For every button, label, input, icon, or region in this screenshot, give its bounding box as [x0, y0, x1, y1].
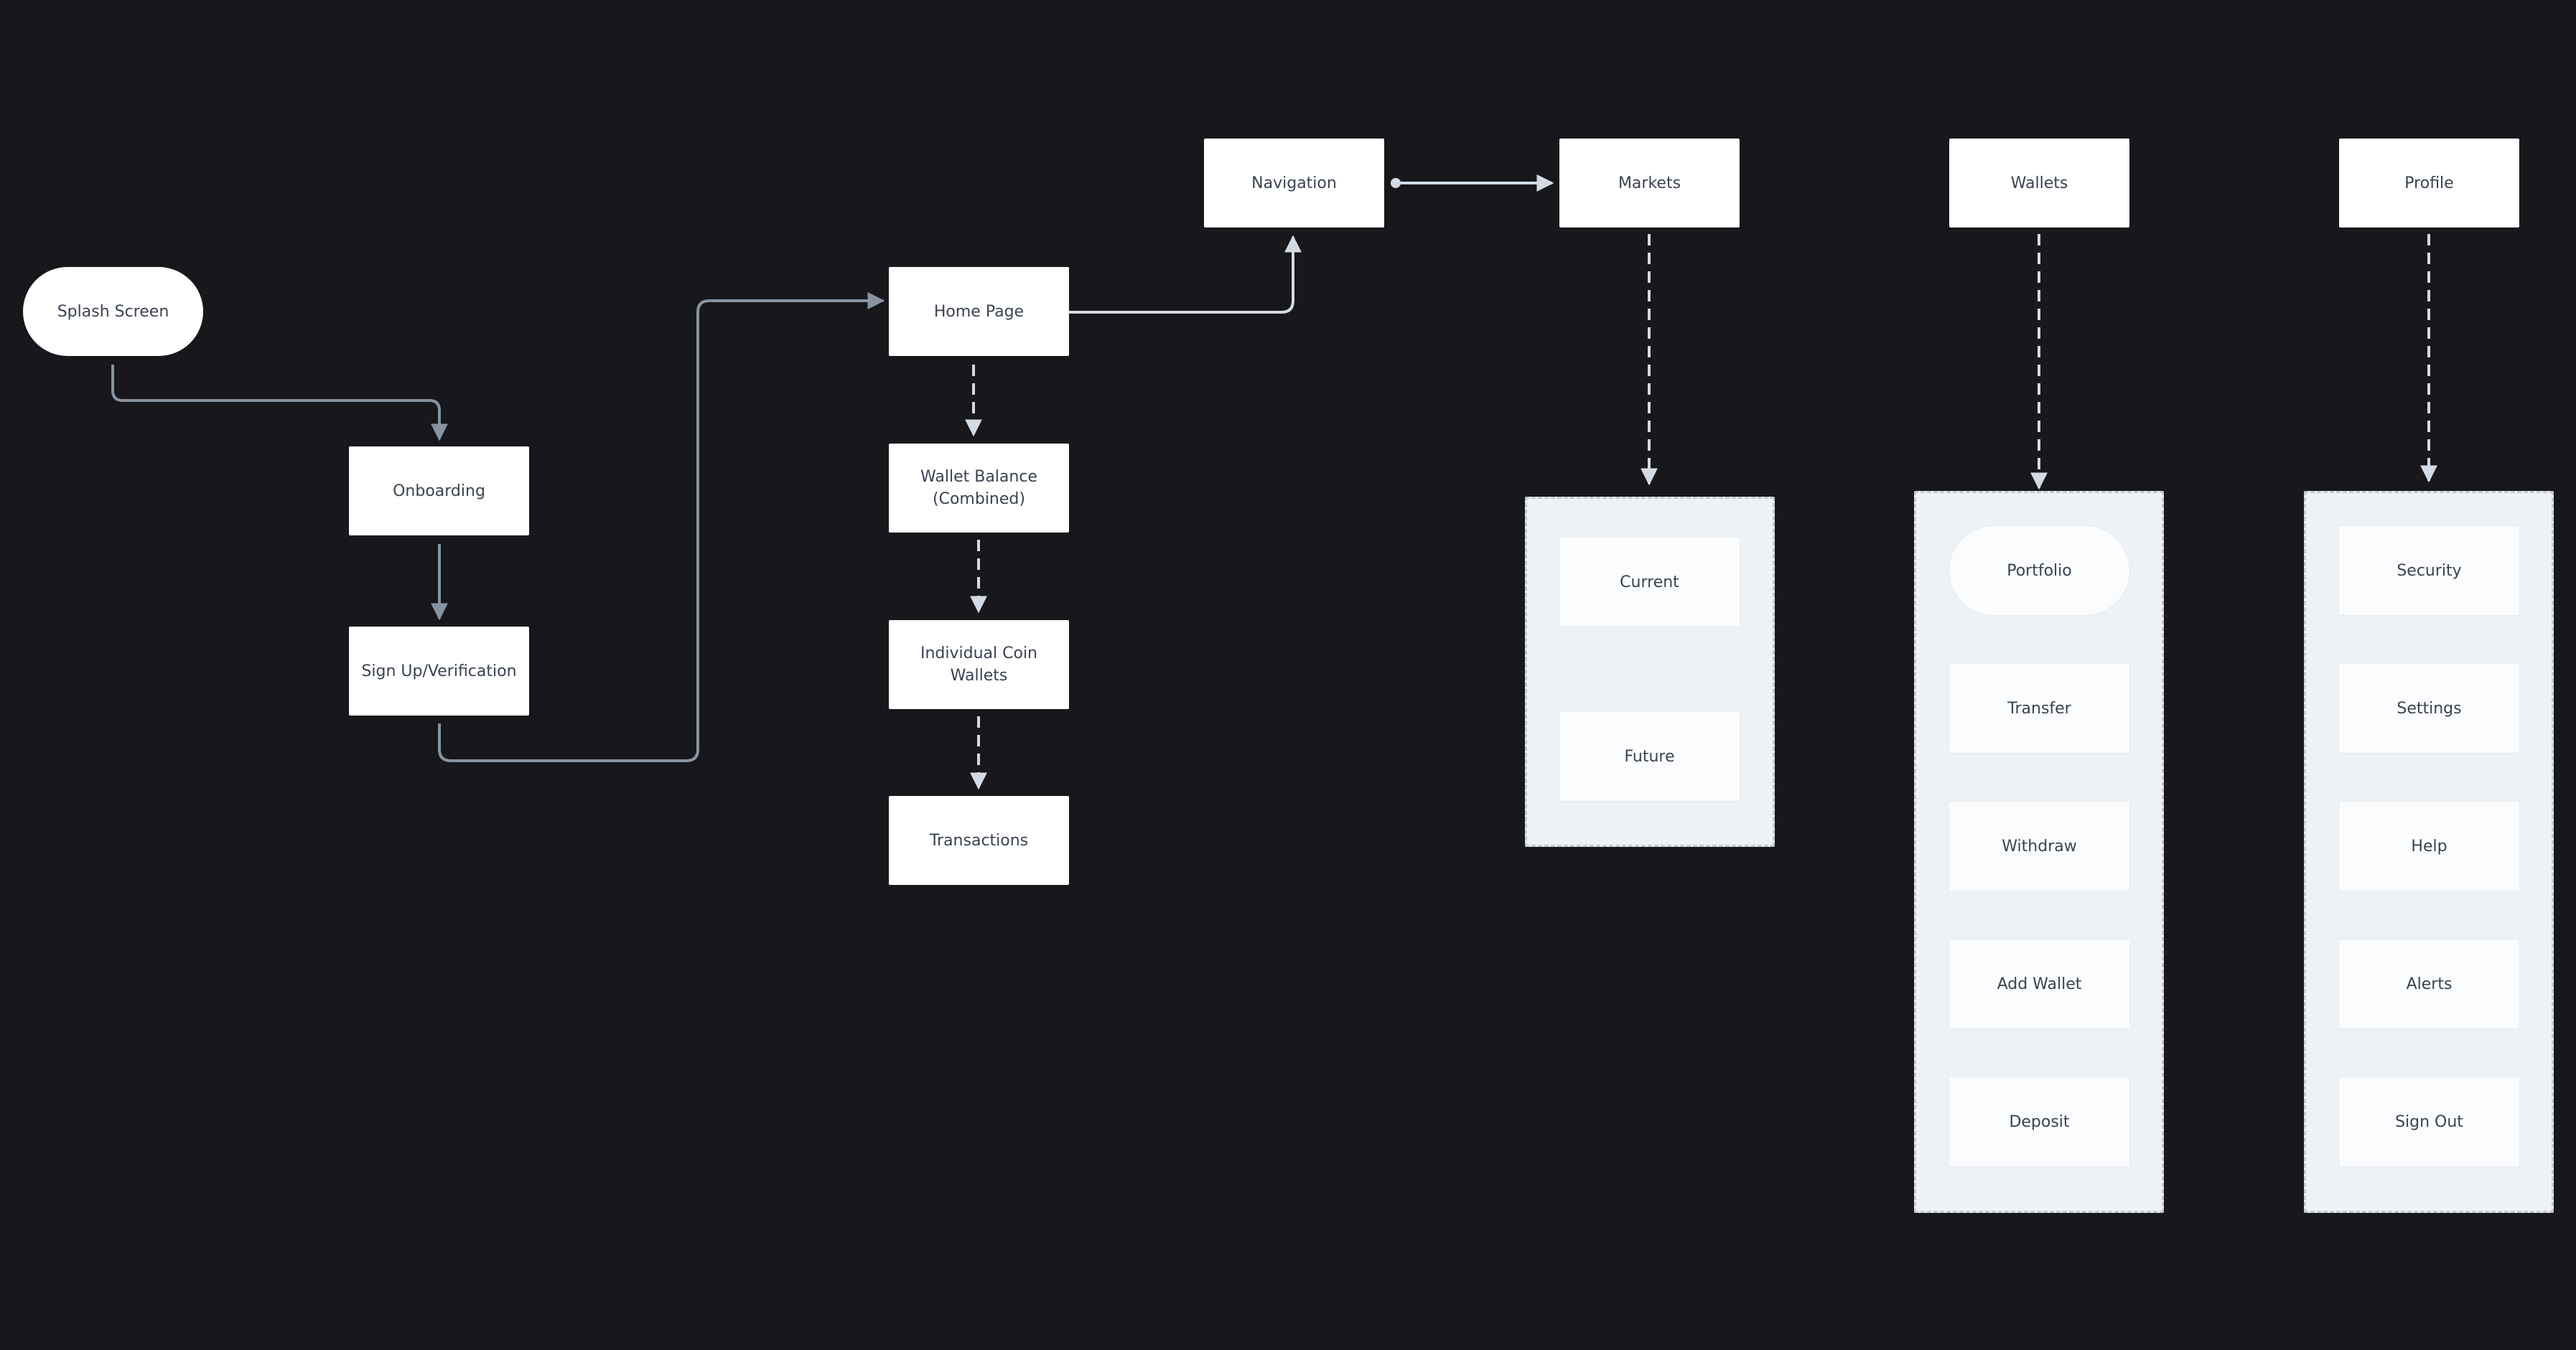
node-markets-current[interactable]: Current	[1559, 538, 1740, 627]
node-wallets-deposit[interactable]: Deposit	[1949, 1077, 2129, 1166]
node-individual-coin-wallets[interactable]: Individual Coin Wallets	[889, 620, 1069, 709]
node-profile-help[interactable]: Help	[2339, 802, 2519, 891]
node-onboarding[interactable]: Onboarding	[349, 446, 529, 535]
node-profile-settings[interactable]: Settings	[2339, 664, 2519, 753]
edge-splash-to-onboarding	[111, 365, 448, 441]
node-profile-security[interactable]: Security	[2339, 526, 2519, 615]
node-splash-screen[interactable]: Splash Screen	[23, 267, 203, 356]
node-markets-future[interactable]: Future	[1559, 712, 1740, 801]
node-home-page[interactable]: Home Page	[889, 267, 1069, 356]
node-profile-sign-out[interactable]: Sign Out	[2339, 1077, 2519, 1166]
node-wallets-transfer[interactable]: Transfer	[1949, 664, 2129, 753]
node-profile-alerts[interactable]: Alerts	[2339, 939, 2519, 1028]
node-wallets-add-wallet[interactable]: Add Wallet	[1949, 939, 2129, 1028]
node-wallets-portfolio[interactable]: Portfolio	[1949, 526, 2129, 615]
node-navigation[interactable]: Navigation	[1204, 139, 1384, 228]
node-markets[interactable]: Markets	[1559, 139, 1740, 228]
edge-signup-to-home	[438, 292, 885, 762]
node-profile[interactable]: Profile	[2339, 139, 2519, 228]
node-signup-verification[interactable]: Sign Up/Verification	[349, 627, 529, 716]
node-wallets[interactable]: Wallets	[1949, 139, 2129, 228]
node-transactions[interactable]: Transactions	[889, 796, 1069, 885]
node-wallets-withdraw[interactable]: Withdraw	[1949, 802, 2129, 891]
edge-home-to-navigation	[1068, 235, 1302, 314]
node-wallet-balance[interactable]: Wallet Balance (Combined)	[889, 444, 1069, 533]
